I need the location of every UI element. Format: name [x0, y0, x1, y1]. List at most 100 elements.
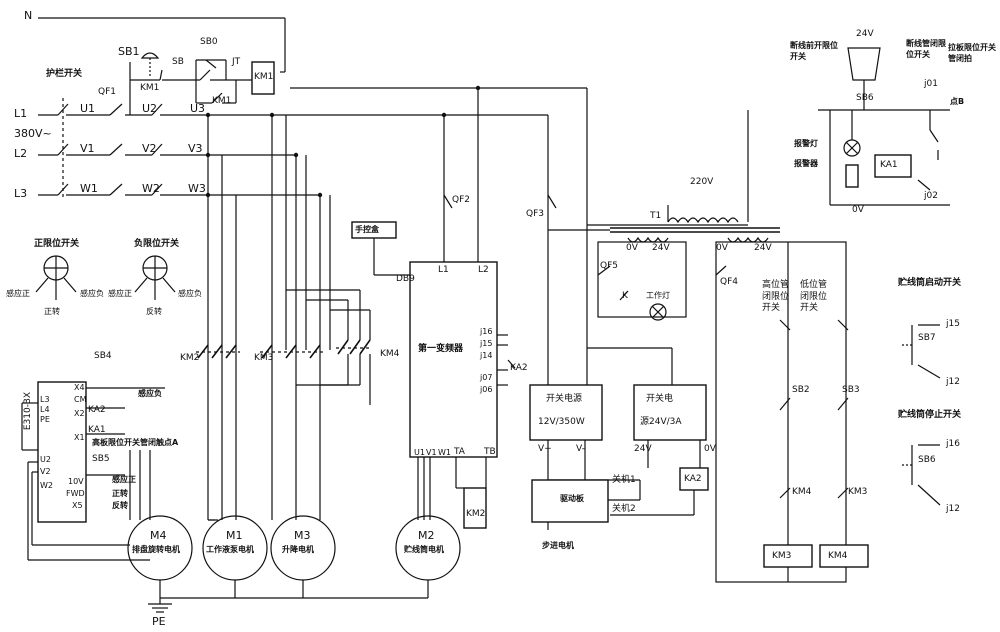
right-control-loop [715, 241, 847, 583]
e310-rev-lbl: 反转 [112, 501, 128, 510]
limit-knob-negative [134, 255, 176, 300]
vfd-km2-coil [463, 487, 487, 529]
psu-12v-box [529, 384, 603, 441]
alarm-j01-label: j01 [924, 79, 938, 89]
psu2-line2: 源24V/3A [640, 417, 682, 427]
e310-ka1: KA1 [88, 425, 106, 435]
col2-switch-label: 低位管闭限位开关 [800, 280, 828, 314]
stop-switch-title: 贮线筒停止开关 [898, 410, 962, 420]
sec2-24v-label: 24V [754, 243, 772, 253]
vfd-j06: j06 [480, 385, 493, 394]
junction-dots [205, 85, 481, 198]
e310-sense-pos: 感应正 [112, 475, 136, 484]
supply-l3-label: L3 [14, 187, 28, 200]
e310-x4: X4 [74, 383, 85, 392]
point-b-label: 点B [950, 97, 965, 106]
vfd-db9-label: DB9 [396, 274, 415, 284]
sec1-0v-label: 0V [626, 243, 638, 253]
vfd-km2-coil-label: KM2 [466, 509, 486, 519]
alarm-sb6-label: SB6 [856, 93, 874, 103]
e310-x5: X5 [72, 501, 83, 510]
vfd-j14: j14 [480, 351, 493, 360]
main-switch-label: 护栏开关 [46, 69, 83, 79]
psu1-vplus: V+ [538, 444, 552, 454]
e310-10v: 10V [68, 477, 84, 486]
pos-limit-title: 正限位开关 [34, 239, 80, 249]
e310-u2: U2 [40, 455, 51, 464]
psu1-vminus: V- [576, 444, 585, 454]
km4-coil-box [819, 544, 869, 568]
j12-b-label: j12 [946, 504, 960, 514]
pos-neg-label: 感应负 [80, 289, 104, 298]
alarm-panel [818, 47, 950, 206]
work-lamp-loop [597, 241, 687, 318]
vfd-j07: j07 [480, 373, 493, 382]
alarm-j02-label: j02 [924, 191, 938, 201]
km4-contact-label: KM4 [792, 487, 812, 497]
contactor-km3-contacts [260, 344, 324, 359]
vfd-w1: W1 [438, 448, 451, 457]
e310-w2: W2 [40, 481, 53, 490]
e310-box [37, 381, 87, 523]
e310-l3: L3 [40, 395, 50, 404]
sb3-label: SB3 [842, 385, 860, 395]
driver-off1: 关机1 [612, 475, 636, 485]
terminal-w2: W2 [142, 182, 160, 195]
psu2-24v: 24V [634, 444, 652, 454]
qf4-label: QF4 [720, 277, 738, 287]
supply-l2-label: L2 [14, 147, 28, 160]
sb1-label: SB1 [118, 45, 140, 58]
qf2-blade [443, 194, 453, 209]
terminal-v3: V3 [188, 142, 203, 155]
terminal-v2: V2 [142, 142, 157, 155]
sb6-label: SB6 [918, 455, 936, 465]
terminal-v1: V1 [80, 142, 95, 155]
terminal-w1: W1 [80, 182, 98, 195]
e310-cm: CM [74, 395, 87, 404]
motor-feed-lines [129, 450, 215, 521]
sb6-switch [900, 444, 941, 506]
control-line [129, 52, 275, 115]
alarm-buzzer-label: 报警器 [794, 159, 818, 168]
vfd-u1: U1 [414, 448, 425, 457]
km3-contact-label: KM3 [848, 487, 868, 497]
e310-model-label: E310-BX [23, 392, 33, 431]
motor-m4-name: 排盘旋转电机 [132, 545, 180, 554]
wire-break-label: 断线前开限位开关 [790, 41, 838, 62]
j12-a-label: j12 [946, 377, 960, 387]
ground-icon [148, 598, 172, 613]
sb0-label: SB0 [200, 37, 218, 47]
qf5-label: QF5 [600, 261, 618, 271]
alarm-0v-label: 0V [852, 205, 864, 215]
ka2-coil-label: KA2 [684, 474, 702, 484]
vfd-j16: j16 [480, 327, 493, 336]
contactor-km4-contacts [286, 289, 372, 405]
work-lamp-icon [649, 303, 667, 321]
psu-24v-box [633, 384, 707, 441]
e310-fwd: FWD [66, 489, 85, 498]
supply-n-label: N [24, 9, 33, 22]
jt-label: JT [232, 57, 241, 67]
sec2-0v-label: 0V [716, 243, 728, 253]
km3-coil-box [763, 544, 813, 568]
motor-m1-name: 工作液泵电机 [206, 545, 254, 554]
neg-neg-label: 感应负 [178, 289, 202, 298]
motor-m1-label: M1 [226, 529, 243, 542]
psu1-line2: 12V/350W [538, 417, 585, 427]
terminal-u2: U2 [142, 102, 158, 115]
km4-label: KM4 [380, 349, 400, 359]
neg-rev-label: 反转 [146, 307, 162, 316]
motor-m4-label: M4 [150, 529, 167, 542]
neg-pos-label: 感应正 [108, 289, 132, 298]
ground-pe-label: PE [152, 615, 166, 628]
e310-ka2: KA2 [88, 405, 106, 415]
vfd-tb: TB [484, 447, 496, 457]
j16-label: j16 [946, 439, 960, 449]
e310-v2: V2 [40, 467, 51, 476]
supply-wires [38, 17, 748, 520]
km4-coil-label: KM4 [828, 551, 848, 561]
j15-label: j15 [946, 319, 960, 329]
col1-switch-label: 高位管闭限位开关 [762, 280, 790, 314]
